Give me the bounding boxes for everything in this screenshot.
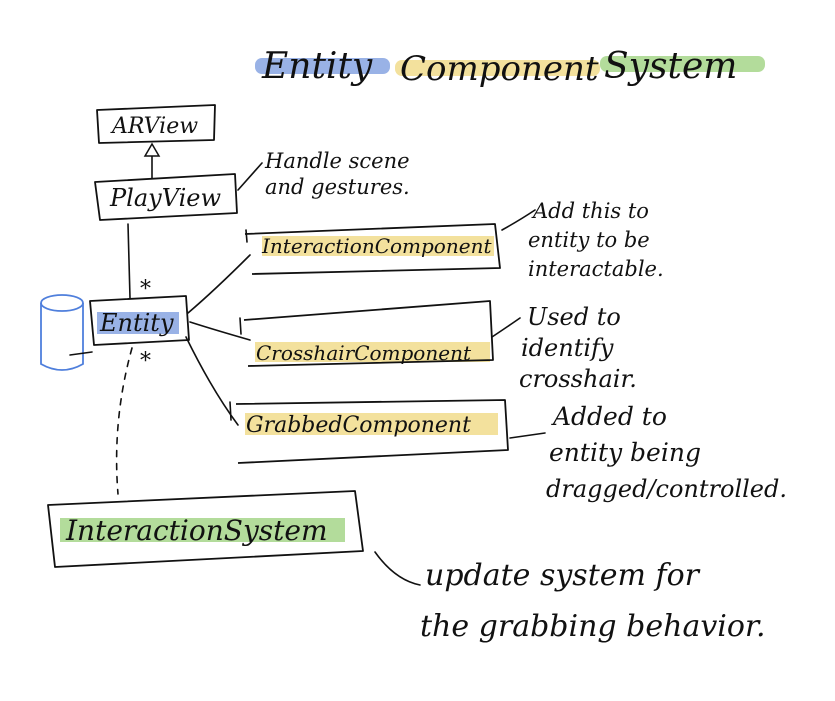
multiplicity-top: * (140, 277, 151, 302)
interaction-component-box (244, 223, 501, 275)
grabbed-component-box (235, 399, 509, 464)
playview-box (94, 173, 238, 221)
grabbed-component-note-connector (509, 432, 546, 439)
entity-grabbed-line (185, 336, 239, 426)
crosshair-component-note-line3: crosshair. (519, 365, 637, 393)
entity-crosshair-line (189, 321, 251, 341)
interaction-component-label: InteractionComponent (261, 234, 492, 258)
arview-label: ARView (110, 114, 198, 139)
interaction-system-label: InteractionSystem (65, 514, 328, 547)
title-highlight-yellow (395, 60, 600, 76)
playview-note-line1: Handle scene (264, 149, 410, 173)
multiplicity-bottom: * (140, 349, 151, 374)
entity-label: Entity (99, 309, 174, 337)
interaction-component-note-line3: interactable. (528, 257, 664, 281)
title-entity: Entity (261, 46, 373, 87)
crosshair-component-note-connector (491, 317, 521, 338)
interaction-component-highlight (262, 236, 494, 256)
crosshair-component-tick (239, 317, 242, 335)
playview-label: PlayView (109, 184, 221, 212)
grabbed-component-note-line2: entity being (549, 438, 701, 467)
entity-highlight (97, 312, 179, 334)
grabbed-component-highlight (245, 413, 498, 435)
title-highlight-green (600, 56, 765, 72)
grabbed-component-note-line3: dragged/controlled. (546, 475, 787, 503)
interaction-component-note-line1: Add this to (531, 199, 649, 223)
interaction-system-note-line1: update system for (425, 558, 701, 593)
crosshair-component-highlight (255, 342, 490, 362)
entity-interaction-line (187, 254, 251, 314)
playview-entity-line (127, 223, 131, 299)
grabbed-component-note-line1: Added to (551, 402, 667, 431)
inheritance-arrowhead (143, 142, 161, 157)
crosshair-component-note-line1: Used to (527, 303, 621, 331)
interaction-system-highlight (60, 518, 345, 542)
entity-box (89, 295, 190, 346)
arview-box (96, 104, 216, 144)
crosshair-component-label: CrosshairComponent (256, 341, 472, 365)
interaction-component-note-line2: entity to be (528, 228, 650, 252)
title-component: Component (400, 49, 599, 89)
grabbed-component-label: GrabbedComponent (246, 413, 471, 438)
crosshair-component-note-line2: identify (521, 334, 614, 362)
playview-note-line2: and gestures. (265, 175, 410, 199)
storage-cylinder-icon (40, 294, 93, 371)
playview-note-connector (237, 162, 263, 191)
entity-system-dashed-line (115, 347, 133, 495)
crosshair-component-box (243, 300, 494, 367)
interaction-component-tick (245, 229, 248, 243)
interaction-component-note-connector (501, 209, 536, 231)
interaction-system-box (47, 490, 364, 568)
title-system: System (604, 46, 737, 87)
grabbed-component-tick (229, 401, 232, 421)
interaction-system-note-line2: the grabbing behavior. (420, 609, 766, 644)
interaction-system-note-connector (374, 551, 421, 586)
title-highlight-blue (255, 58, 390, 74)
